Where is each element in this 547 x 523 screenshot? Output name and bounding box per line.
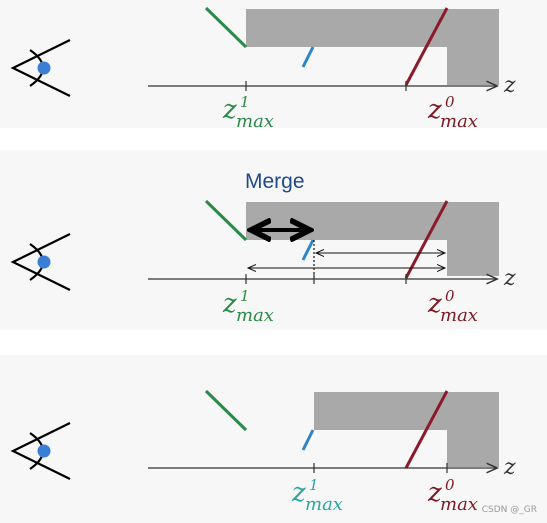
z1-max-label: z 1 max [222,93,274,132]
z-letter: z [291,478,306,508]
red-segment [404,390,449,469]
eye-icon [10,422,71,480]
superscript: 1 [240,93,250,111]
z-axis-label: z [503,455,516,480]
superscript: 0 [445,476,455,494]
watermark: CSDN @_GR [481,505,537,515]
eye-icon [10,233,71,291]
superscript: 0 [445,287,455,305]
occluder-region [246,9,499,85]
z-letter: z [427,289,442,319]
eye-icon [10,39,71,97]
subscript-max: max [305,494,343,515]
superscript: 1 [240,287,250,305]
occluder-region [314,392,499,467]
merge-label: Merge [245,170,305,193]
subscript-max: max [440,494,478,515]
occluder-region [246,202,499,276]
panel-1: z z 1 max z 0 max [10,6,516,132]
green-segment [204,6,248,49]
superscript: 1 [309,476,319,494]
blue-segment [301,46,315,68]
panel-2: Merge z z 1 max [10,170,516,326]
green-segment [204,199,248,242]
z-axis-label: z [503,266,516,291]
subscript-max: max [440,111,478,132]
subscript-max: max [236,111,274,132]
z0-max-label: z 0 max [427,287,478,326]
z1-max-label: z 1 max [222,287,274,326]
green-segment [204,389,248,432]
blue-segment [301,239,315,261]
z1-max-label: z 1 max [291,476,343,515]
z0-max-label: z 0 max [427,93,478,132]
panel-3: z z 1 max z 0 max [10,389,516,515]
z-axis-label: z [503,73,516,98]
red-segment [404,7,449,86]
z-letter: z [222,95,237,125]
z-letter: z [427,95,442,125]
superscript: 0 [445,93,455,111]
subscript-max: max [440,305,478,326]
z-letter: z [222,289,237,319]
z0-max-label: z 0 max [427,476,478,515]
blue-segment [301,429,315,451]
subscript-max: max [236,305,274,326]
z-letter: z [427,478,442,508]
